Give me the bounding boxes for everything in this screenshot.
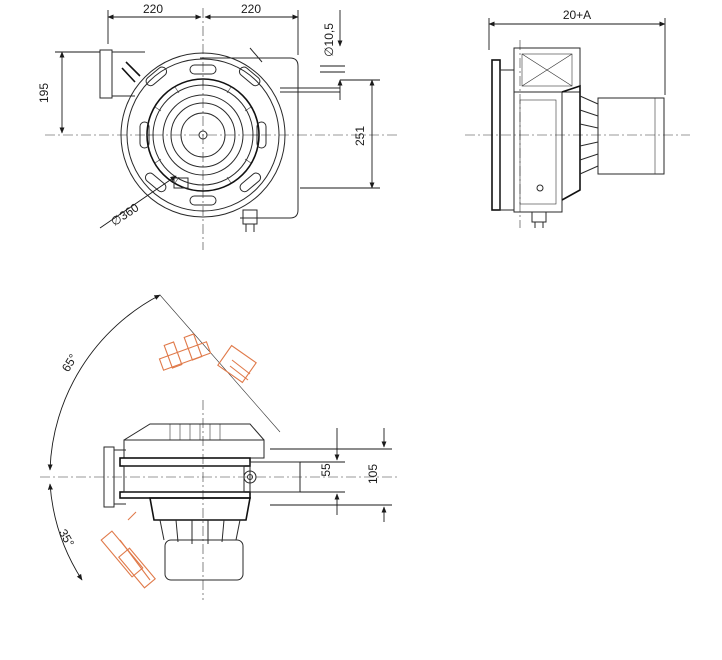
mounting-frame: [200, 57, 299, 219]
dim-label-195: 195: [37, 83, 51, 103]
tilt-view: 65° 35°: [40, 294, 400, 600]
center-hub: [198, 130, 208, 140]
slot-right: [256, 121, 267, 149]
dim-label-220-right: 220: [241, 2, 261, 16]
outlet-cylinder: [597, 97, 665, 175]
side-view: 20+A: [465, 8, 690, 228]
foot-block: [242, 209, 258, 225]
dim-label-360: ∅360: [108, 200, 141, 229]
dim-label-220-left: 220: [143, 2, 163, 16]
drum-teeth: [147, 79, 259, 191]
front-view: 220 220 195 251 ∅10,5 ∅360: [37, 2, 400, 250]
wall-bracket: [99, 49, 113, 99]
side-drum: [513, 91, 563, 213]
tilt-outlet-cylinder: [164, 539, 244, 581]
bolt-head: [173, 177, 189, 189]
tilt-drum-plate: [119, 457, 251, 467]
dim-label-depth: 20+A: [563, 8, 591, 22]
outer-housing-circle: [120, 52, 286, 218]
tilt-wall-bracket: [103, 446, 115, 508]
tilt-gear-teeth: [169, 424, 221, 440]
dim-label-hole: ∅10,5: [322, 23, 336, 57]
tilt-outlet-pipe: [249, 461, 301, 493]
collar-ribs: [579, 95, 599, 175]
slot-bottom: [189, 195, 217, 206]
dim-label-251: 251: [353, 126, 367, 146]
arc-65: [47, 294, 161, 471]
tilt-top-housing: [123, 439, 265, 459]
angle-label-65: 65°: [59, 351, 81, 374]
tilted-down-outline: [100, 511, 156, 589]
arc-35: [47, 483, 83, 581]
dim-label-105: 105: [366, 464, 380, 484]
tilted-up-outline: [158, 333, 257, 384]
ribbed-collar: [561, 84, 581, 201]
dim-leader-360: [99, 175, 177, 229]
pivot-point: [243, 470, 257, 484]
tilt-ribbed-collar: [149, 497, 251, 521]
slot-top: [189, 64, 217, 75]
dim-label-55: 55: [319, 463, 333, 477]
slot-left: [139, 121, 150, 149]
